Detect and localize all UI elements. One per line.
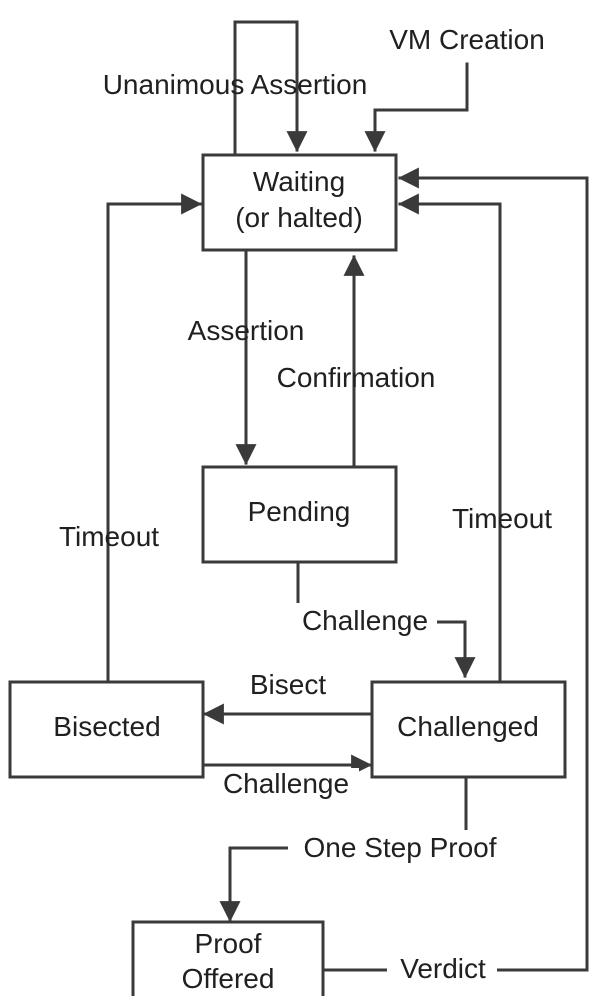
verdict-label-bg [387,951,497,985]
confirmation-label: Confirmation [277,362,436,393]
state-waiting-box [201,153,398,252]
timeout-left-edge [106,193,203,684]
assertion-label: Assertion [188,315,305,346]
unanimous-assertion-label: Unanimous Assertion [103,69,368,100]
state-proof-offered-line-2: Offered [182,963,275,994]
state-challenged: Challenged [370,680,567,779]
timeout-right-edge [397,193,502,684]
timeout-left-label: Timeout [59,521,159,552]
verdict-label: Verdict [400,953,486,984]
state-proof-offered-box [131,920,325,996]
state-waiting-line-2: (or halted) [235,202,363,233]
state-bisected-box [8,680,205,779]
challenge-from-bisected-label-bg [213,768,359,802]
challenge-from-pending-label: Challenge [302,605,428,636]
state-proof-offered: Proof Offered [131,920,325,996]
state-waiting-line-1: Waiting [253,166,345,197]
state-bisected: Bisected [8,680,205,779]
unanimous-assertion-loop [233,20,308,157]
state-bisected-label: Bisected [53,711,160,742]
state-challenged-label: Challenged [397,711,539,742]
one-step-proof-label: One Step Proof [303,832,496,863]
challenge-from-bisected-label: Challenge [223,768,349,799]
timeout-right-label: Timeout [452,503,552,534]
state-waiting: Waiting (or halted) [201,153,398,252]
state-pending: Pending [201,465,398,564]
state-pending-box [201,465,398,564]
one-step-proof-label-bg [288,830,513,866]
challenge-from-pending-label-bg [292,603,437,637]
vm-creation-edge [364,62,469,153]
bisect-label: Bisect [250,669,326,700]
state-pending-label: Pending [248,496,351,527]
state-proof-offered-line-1: Proof [195,928,262,959]
state-challenged-box [370,680,567,779]
vm-creation-label: VM Creation [389,24,545,55]
